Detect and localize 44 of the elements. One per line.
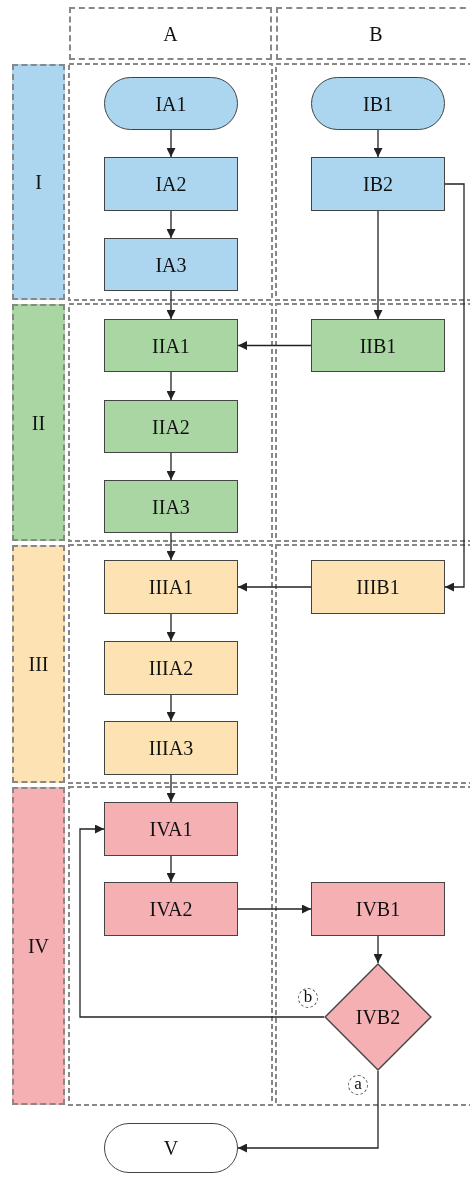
lane-header: III	[12, 545, 65, 783]
process-box: IVA1	[104, 802, 238, 856]
arrow	[237, 904, 312, 914]
process-box: IIA1	[104, 319, 238, 372]
process-box: IIIB1	[311, 560, 445, 614]
arrow	[373, 129, 383, 158]
process-box: IIIA1	[104, 560, 238, 614]
arrow	[166, 452, 176, 481]
arrow	[166, 694, 176, 722]
lane-header: IV	[12, 787, 65, 1105]
process-box: IA2	[104, 157, 238, 211]
process-box: IIA3	[104, 480, 238, 533]
process-box: IIA2	[104, 400, 238, 453]
arrow	[237, 582, 312, 592]
arrow	[166, 210, 176, 239]
arrow	[166, 613, 176, 642]
process-box: IIIA2	[104, 641, 238, 695]
lane-header: II	[12, 304, 65, 541]
arrow	[373, 935, 383, 964]
decision-diamond: IVB2	[324, 963, 432, 1071]
lane-header: I	[12, 64, 65, 300]
arrow	[373, 210, 383, 320]
arrow	[166, 129, 176, 158]
edge-label: a	[348, 1075, 368, 1095]
arrow	[444, 183, 465, 592]
column-header: A	[69, 7, 272, 60]
process-box: IVA2	[104, 882, 238, 936]
process-box: IVB1	[311, 882, 445, 936]
arrow	[166, 371, 176, 401]
arrow	[237, 1070, 379, 1153]
arrow	[166, 290, 176, 320]
terminal-node: V	[104, 1123, 238, 1173]
process-box: IIB1	[311, 319, 445, 372]
process-box: IA3	[104, 238, 238, 291]
arrow	[237, 341, 312, 350]
terminal-node: IA1	[104, 77, 238, 130]
arrow	[166, 532, 176, 561]
edge-label: b	[298, 988, 318, 1008]
arrow	[166, 855, 176, 883]
process-box: IIIA3	[104, 721, 238, 775]
process-box: IB2	[311, 157, 445, 211]
terminal-node: IB1	[311, 77, 445, 130]
arrow	[166, 774, 176, 803]
arrow	[79, 824, 325, 1018]
